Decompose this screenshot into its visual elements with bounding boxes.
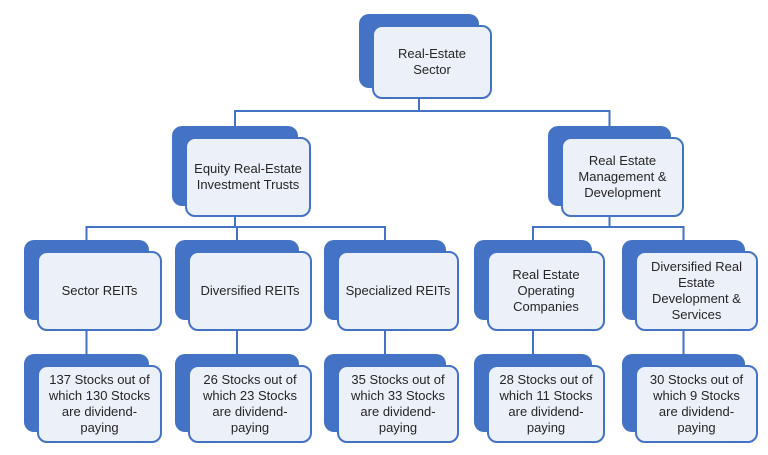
node-card: Real-Estate Sector bbox=[372, 25, 492, 99]
node-card: Sector REITs bbox=[37, 251, 162, 331]
stat-diversified-reits: 26 Stocks out of which 23 Stocks are div… bbox=[175, 354, 312, 443]
node-root: Real-Estate Sector bbox=[359, 14, 492, 99]
node-label: Real Estate Management & Development bbox=[578, 153, 667, 200]
node-equity-reits: Equity Real-Estate Investment Trusts bbox=[172, 126, 311, 217]
node-label: Sector REITs bbox=[61, 283, 138, 298]
node-card: Real Estate Management & Development bbox=[561, 137, 684, 217]
stat-label: 137 Stocks out of which 130 Stocks are d… bbox=[48, 372, 151, 435]
node-diversified-reits: Diversified REITs bbox=[175, 240, 312, 331]
node-label: Diversified REITs bbox=[200, 283, 300, 298]
node-label: Equity Real-Estate Investment Trusts bbox=[194, 161, 302, 192]
stat-re-operating-companies: 28 Stocks out of which 11 Stocks are div… bbox=[474, 354, 605, 443]
connector-re-mgmt-to-children bbox=[532, 226, 685, 240]
node-card: 137 Stocks out of which 130 Stocks are d… bbox=[37, 365, 162, 443]
node-card: 30 Stocks out of which 9 Stocks are divi… bbox=[635, 365, 758, 443]
stat-specialized-reits: 35 Stocks out of which 33 Stocks are div… bbox=[324, 354, 459, 443]
node-card: Diversified REITs bbox=[188, 251, 312, 331]
node-card: 28 Stocks out of which 11 Stocks are div… bbox=[487, 365, 605, 443]
node-card: 35 Stocks out of which 33 Stocks are div… bbox=[337, 365, 459, 443]
node-card: 26 Stocks out of which 23 Stocks are div… bbox=[188, 365, 312, 443]
node-label: Real Estate Operating Companies bbox=[512, 267, 580, 314]
connector-root-to-level2 bbox=[234, 110, 611, 126]
node-card: Diversified Real Estate Development & Se… bbox=[635, 251, 758, 331]
stat-label: 28 Stocks out of which 11 Stocks are div… bbox=[499, 372, 593, 435]
connector-equity-reits-to-children bbox=[85, 226, 386, 240]
node-label: Real-Estate Sector bbox=[398, 46, 466, 77]
node-card: Equity Real-Estate Investment Trusts bbox=[185, 137, 311, 217]
stat-sector-reits: 137 Stocks out of which 130 Stocks are d… bbox=[24, 354, 162, 443]
node-card: Specialized REITs bbox=[337, 251, 459, 331]
node-diversified-re-dev-services: Diversified Real Estate Development & Se… bbox=[622, 240, 758, 331]
node-label: Diversified Real Estate Development & Se… bbox=[650, 259, 743, 322]
node-specialized-reits: Specialized REITs bbox=[324, 240, 459, 331]
node-re-mgmt-dev: Real Estate Management & Development bbox=[548, 126, 684, 217]
node-sector-reits: Sector REITs bbox=[24, 240, 162, 331]
node-card: Real Estate Operating Companies bbox=[487, 251, 605, 331]
node-re-operating-companies: Real Estate Operating Companies bbox=[474, 240, 605, 331]
stat-diversified-re-dev-services: 30 Stocks out of which 9 Stocks are divi… bbox=[622, 354, 758, 443]
stat-label: 30 Stocks out of which 9 Stocks are divi… bbox=[649, 372, 744, 435]
node-label: Specialized REITs bbox=[345, 283, 451, 298]
stat-label: 35 Stocks out of which 33 Stocks are div… bbox=[351, 372, 445, 435]
stat-label: 26 Stocks out of which 23 Stocks are div… bbox=[203, 372, 297, 435]
